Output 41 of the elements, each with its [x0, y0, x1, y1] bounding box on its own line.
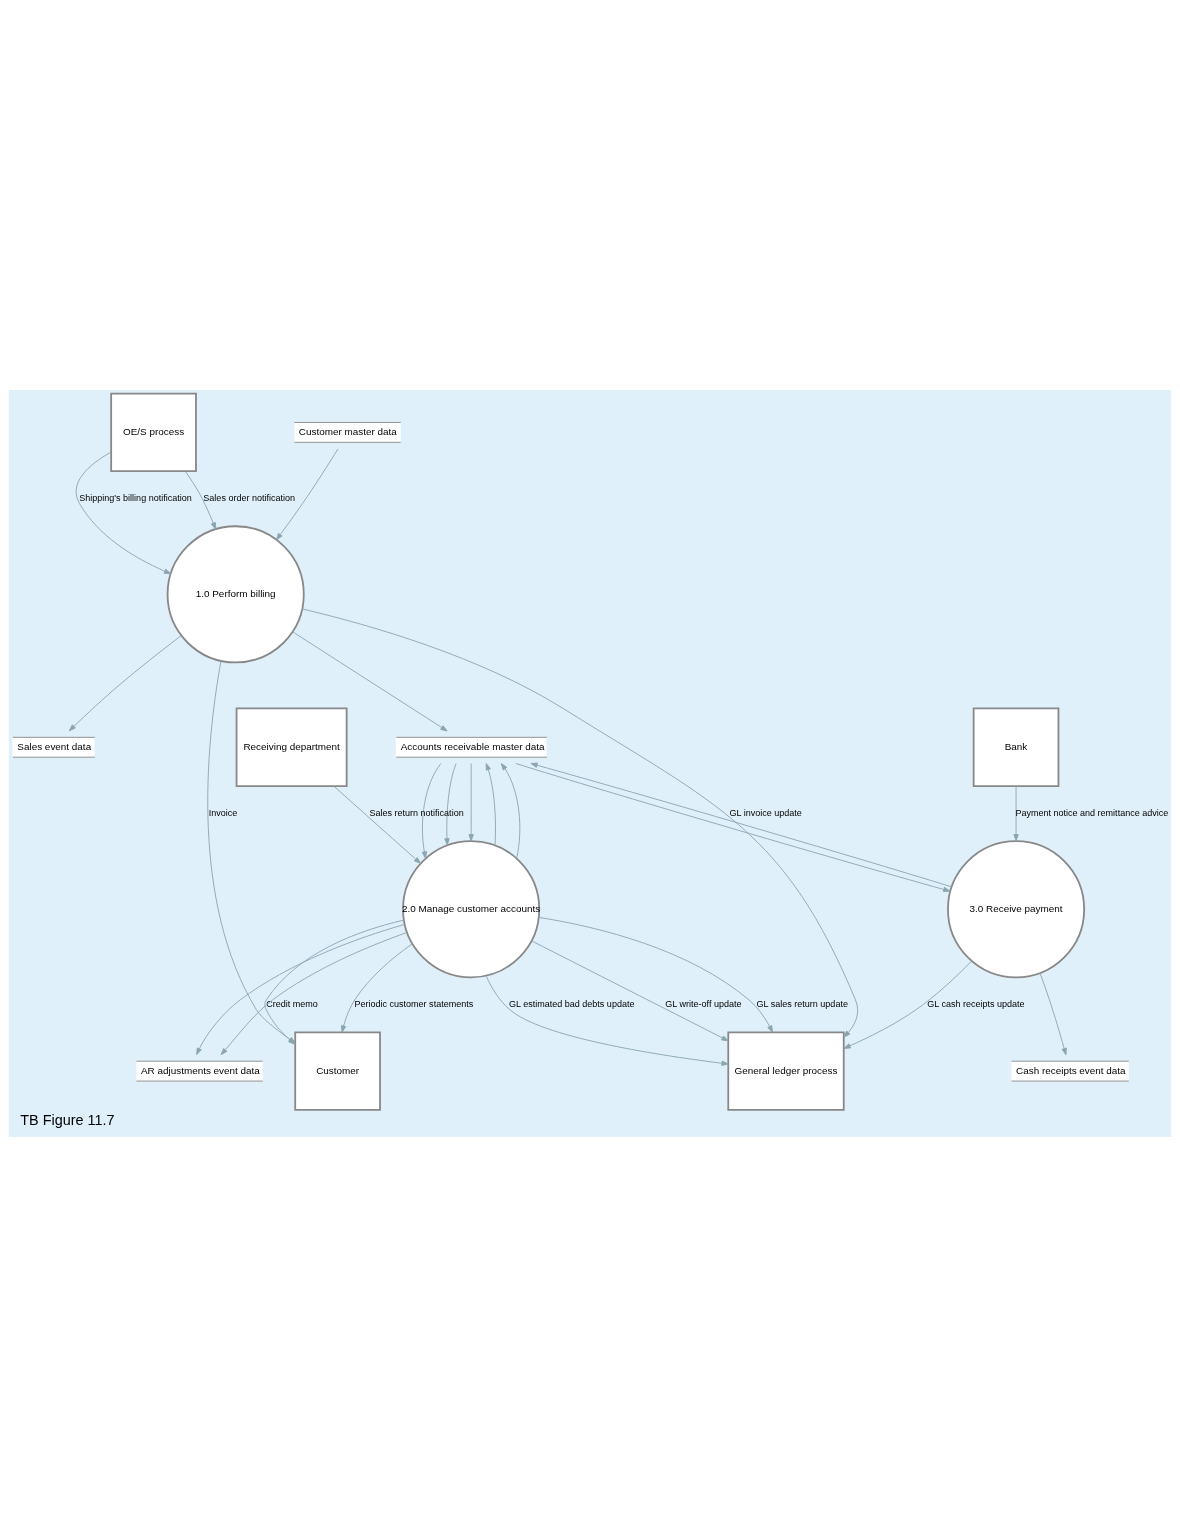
arrow [421, 763, 442, 859]
arrow [333, 785, 421, 864]
edge-label: GL sales return update [756, 999, 848, 1010]
arrow [220, 931, 408, 1056]
node-box: OE/S process [110, 392, 197, 473]
arrow [340, 943, 413, 1033]
edge-label: GL estimated bad debts update [508, 999, 635, 1010]
arrow [538, 916, 774, 1033]
node-circle: 3.0 Receive payment [947, 840, 1086, 979]
node-circle: 1.0 Perform billing [166, 525, 305, 664]
arrow [75, 451, 172, 575]
caption: TB Figure 11.7 [20, 1112, 115, 1129]
arrow [843, 960, 972, 1049]
arrow [276, 448, 339, 541]
arrow [1013, 785, 1019, 842]
arrow [531, 940, 729, 1042]
edge-label: Sales order notification [203, 492, 296, 503]
node-box: Receiving department [235, 707, 348, 787]
arrow [292, 631, 448, 732]
arrow [301, 608, 859, 1038]
arrow [184, 471, 217, 530]
arrow [68, 635, 182, 732]
edge-label: Periodic customer statements [354, 999, 474, 1010]
arrow [444, 763, 457, 846]
edge-label: Invoice [208, 807, 238, 818]
arrow [468, 763, 474, 842]
edge-label: GL write-off update [665, 999, 742, 1010]
edge-label: Shipping's billing notification [79, 492, 192, 503]
arrow [500, 763, 521, 859]
arrow [485, 763, 496, 846]
arrow [1039, 972, 1067, 1056]
edge-label: Sales return notification [369, 807, 464, 818]
node-box: Customer [294, 1031, 381, 1111]
arrow [196, 923, 406, 1056]
edge-label: GL cash receipts update [927, 999, 1025, 1010]
node-box: General ledger process [727, 1031, 845, 1111]
edge-label: Payment notice and remittance advice [1015, 807, 1169, 818]
arrow [485, 975, 729, 1066]
edge-label: Credit memo [266, 999, 318, 1010]
node-box: Bank [972, 707, 1060, 787]
edge-label: GL invoice update [729, 807, 802, 818]
